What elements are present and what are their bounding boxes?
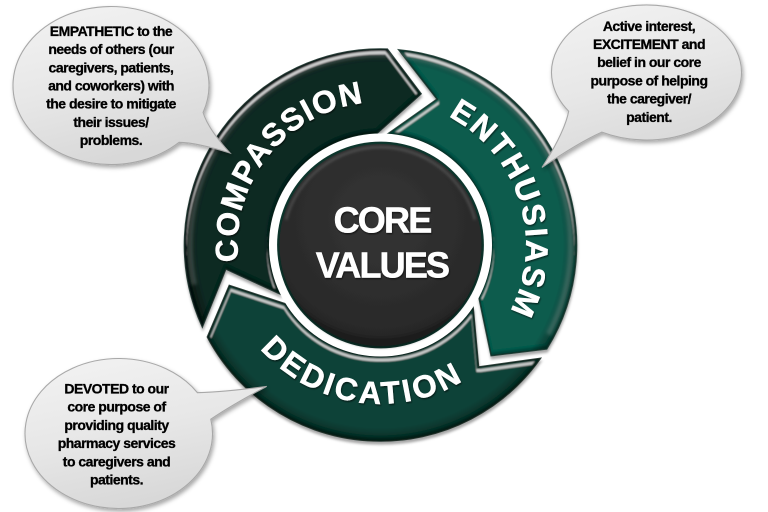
svg-text:the caregiver/: the caregiver/ [607,91,692,107]
svg-text:needs of others (our: needs of others (our [48,41,174,57]
svg-text:to caregivers and: to caregivers and [63,453,170,469]
svg-text:CORE: CORE [334,200,432,241]
svg-text:VALUES: VALUES [316,244,449,285]
svg-text:and coworkers) with: and coworkers) with [48,78,174,94]
svg-text:DEVOTED to our: DEVOTED to our [64,381,169,397]
svg-text:Active interest,: Active interest, [603,18,695,34]
svg-text:EXCITEMENT and: EXCITEMENT and [593,36,705,52]
svg-text:purpose of helping: purpose of helping [591,72,708,88]
svg-text:the desire to mitigate: the desire to mitigate [46,96,177,112]
svg-text:EMPATHETIC to the: EMPATHETIC to the [50,23,173,39]
svg-text:caregivers, patients,: caregivers, patients, [49,59,174,75]
svg-text:core purpose of: core purpose of [67,399,166,415]
svg-text:patient.: patient. [626,109,672,125]
svg-text:their issues/: their issues/ [73,114,149,130]
svg-text:patients.: patients. [90,472,143,488]
svg-text:belief in our core: belief in our core [597,54,702,70]
svg-text:problems.: problems. [80,132,142,148]
svg-text:providing quality: providing quality [64,417,169,433]
svg-text:pharmacy services: pharmacy services [58,435,176,451]
